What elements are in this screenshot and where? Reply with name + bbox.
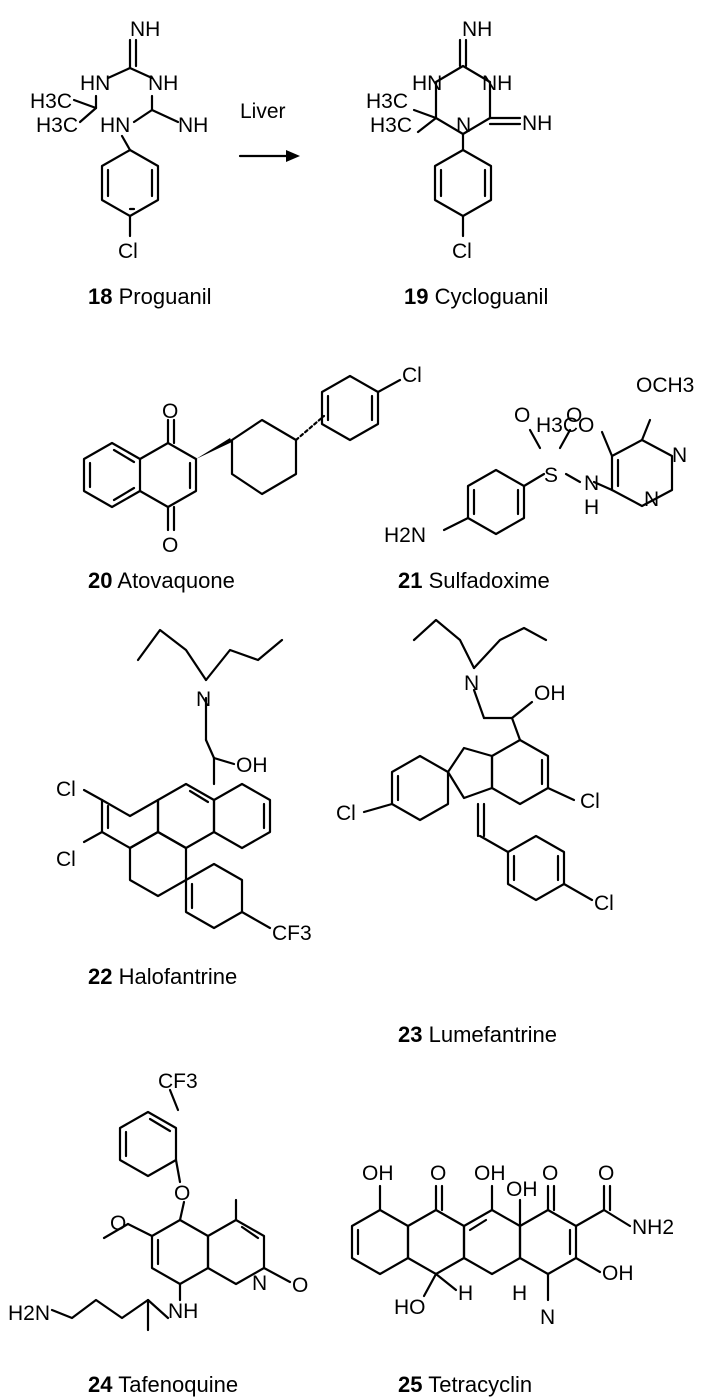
atom-label: Cl xyxy=(580,790,600,813)
compound-caption: 19 Cycloguanil xyxy=(404,284,548,309)
atom-label: N xyxy=(252,1272,267,1295)
compound-caption: 25 Tetracyclin xyxy=(398,1372,532,1397)
atom-label: N xyxy=(540,1306,555,1329)
reaction-condition: Liver xyxy=(240,100,286,123)
atom-label: Cl xyxy=(118,240,138,263)
structure-sulfadoxime: O O S N H H3CO OCH3 N N H2N xyxy=(384,374,694,547)
structure-tafenoquine: CF3 O O N O NH H2N xyxy=(8,1070,308,1332)
atom-label: HN xyxy=(80,72,110,95)
compound-caption: 22 Halofantrine xyxy=(88,964,237,989)
atom-label: H3CO xyxy=(536,414,594,437)
compound-caption: 24 Tafenoquine xyxy=(88,1372,238,1397)
atom-label: OH xyxy=(474,1162,506,1185)
atom-label: O xyxy=(110,1212,126,1235)
atom-label: H2N xyxy=(8,1302,50,1325)
atom-label: CF3 xyxy=(272,922,312,945)
atom-label: H xyxy=(458,1282,473,1305)
atom-label: O xyxy=(514,404,530,427)
atom-label: OH xyxy=(602,1262,634,1285)
atom-label: N xyxy=(456,114,471,137)
atom-label: Cl xyxy=(56,848,76,871)
atom-label: HN xyxy=(412,72,442,95)
atom-label: O xyxy=(162,400,178,423)
atom-label: NH xyxy=(168,1300,198,1323)
atom-label: H xyxy=(584,496,599,519)
atom-label: O xyxy=(598,1162,614,1185)
atom-label: H2N xyxy=(384,524,426,547)
atom-label: NH2 xyxy=(632,1216,674,1239)
atom-label: H xyxy=(512,1282,527,1305)
atom-label: Cl xyxy=(452,240,472,263)
compound-caption: 21 Sulfadoxime xyxy=(398,568,550,593)
atom-label: O xyxy=(566,404,582,427)
structure-cycloguanil: NH HN NH H3C H3C N NH Cl xyxy=(366,18,552,263)
atom-label: O xyxy=(292,1274,308,1297)
atom-label: Cl xyxy=(402,364,422,387)
atom-label: OH xyxy=(236,754,268,777)
atom-label: O xyxy=(542,1162,558,1185)
atom-label: N xyxy=(196,688,211,711)
atom-label: NH xyxy=(178,114,208,137)
structure-lumefantrine: N OH Cl Cl Cl xyxy=(336,618,614,915)
structure-atovaquone: O O Cl xyxy=(82,364,422,557)
atom-label: O xyxy=(174,1182,190,1205)
atom-label: O xyxy=(430,1162,446,1185)
atom-label: NH xyxy=(462,18,492,41)
atom-label: Cl xyxy=(336,802,356,825)
atom-label: NH xyxy=(482,72,512,95)
atom-label: CF3 xyxy=(158,1070,198,1093)
atom-label: OCH3 xyxy=(636,374,694,397)
compound-caption: 20 Atovaquone xyxy=(88,568,235,593)
atom-label: NH xyxy=(148,72,178,95)
atom-label: Cl xyxy=(56,778,76,801)
atom-label: HN xyxy=(100,114,130,137)
atom-label: N xyxy=(464,672,479,695)
structure-halofantrine: N OH Cl Cl CF3 xyxy=(56,628,312,945)
reaction-arrow: Liver xyxy=(238,100,300,162)
atom-label: N xyxy=(584,472,599,495)
atom-label: O xyxy=(162,534,178,557)
atom-label: H3C xyxy=(366,90,408,113)
atom-label: HO xyxy=(394,1296,426,1319)
atom-label: N xyxy=(644,488,659,511)
atom-label: N xyxy=(672,444,687,467)
compound-caption: 18 Proguanil xyxy=(88,284,212,309)
structure-proguanil: NH HN NH H3C H3C HN NH Cl xyxy=(30,18,208,263)
atom-label: OH xyxy=(362,1162,394,1185)
compound-caption: 23 Lumefantrine xyxy=(398,1022,557,1047)
atom-label: H3C xyxy=(30,90,72,113)
atom-label: H3C xyxy=(36,114,78,137)
atom-label: S xyxy=(544,464,558,487)
atom-label: H3C xyxy=(370,114,412,137)
atom-label: OH xyxy=(506,1178,538,1201)
structure-tetracyclin: OH O OH OH O O NH2 OH HO H H N xyxy=(350,1162,674,1329)
atom-label: Cl xyxy=(594,892,614,915)
atom-label: NH xyxy=(130,18,160,41)
atom-label: OH xyxy=(534,682,566,705)
atom-label: NH xyxy=(522,112,552,135)
